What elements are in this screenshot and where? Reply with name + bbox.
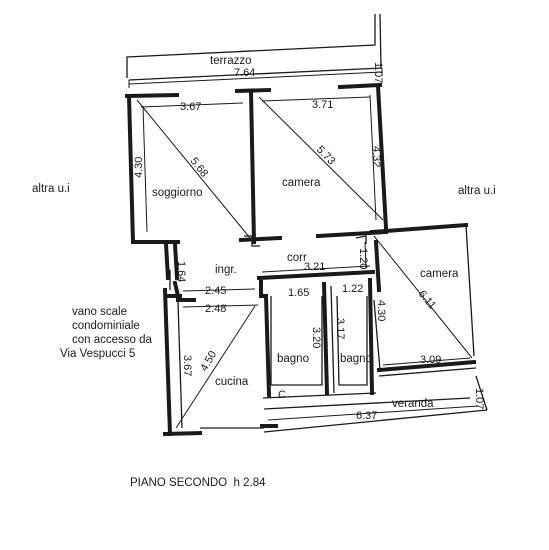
dim-bagno1-width: 1.65	[288, 287, 309, 299]
dim-corr-width: 3.21	[304, 261, 325, 273]
room-label-cucina: cucina	[215, 376, 249, 388]
dim-veranda-width: 6.37	[356, 410, 377, 422]
dim-terrace-depth: 1.07	[372, 62, 384, 83]
room-label-corr: corr	[287, 252, 307, 264]
veranda	[263, 375, 488, 433]
stairs-note: vano scale condominiale con accesso da V…	[60, 306, 153, 360]
dim-ingr-height: 1.64	[175, 261, 187, 282]
dim-bagno1-height: 3.20	[310, 327, 322, 348]
stairs-note-line-1: vano scale	[72, 306, 127, 318]
dim-ingr-width-a: 2.45	[205, 285, 226, 297]
dim-corr-depth: 1.20	[357, 248, 369, 269]
stairs-note-line-2: condominiale	[72, 320, 140, 332]
floor-caption: PIANO SECONDO h 2.84	[130, 477, 266, 489]
bathroom-walls	[256, 269, 377, 399]
camera2-walls	[369, 222, 477, 377]
room-label-camera-1: camera	[282, 177, 321, 189]
dim-camera2-height: 4.30	[375, 300, 387, 321]
kitchen-walls	[162, 287, 278, 437]
dim-camera1-diag: 5.73	[314, 144, 338, 168]
dim-bagno2-width: 1.22	[342, 283, 363, 295]
upper-walls	[124, 82, 389, 247]
dim-soggiorno-height: 4.30	[133, 157, 145, 178]
dim-terrace-width: 7.64	[234, 67, 255, 79]
dim-camera1-height: 4.32	[370, 146, 382, 167]
room-label-camera-2: camera	[420, 268, 459, 280]
room-label-bagno-2: bagno	[340, 353, 372, 365]
neighbor-right-label: altra u.i	[458, 185, 496, 197]
room-label-terrazzo: terrazzo	[210, 55, 252, 67]
stairs-note-line-4: Via Vespucci 5	[60, 348, 135, 360]
ingresso-walls	[163, 241, 196, 302]
dim-veranda-depth: 1.07	[473, 388, 485, 409]
dim-cucina-height: 3.67	[181, 355, 193, 376]
room-label-c: C	[278, 389, 286, 401]
dim-soggiorno-diag: 5.68	[188, 155, 211, 179]
neighbor-left-label: altra u.i	[32, 183, 70, 195]
dim-camera1-width: 3.71	[312, 99, 333, 111]
dim-bagno2-height: 3.17	[334, 318, 346, 339]
stairs-note-line-3: con accesso da	[72, 334, 153, 346]
room-label-soggiorno: soggiorno	[152, 187, 203, 199]
terrace	[126, 13, 383, 88]
dim-ingr-width-b: 2.48	[205, 303, 226, 315]
dim-cucina-diag: 4.50	[198, 349, 219, 374]
dim-camera2-width: 3.09	[420, 354, 441, 366]
dim-soggiorno-width: 3.67	[180, 101, 201, 113]
room-label-ingr: ingr.	[215, 264, 237, 276]
room-label-veranda: veranda	[392, 398, 434, 410]
room-label-bagno-1: bagno	[277, 353, 309, 365]
